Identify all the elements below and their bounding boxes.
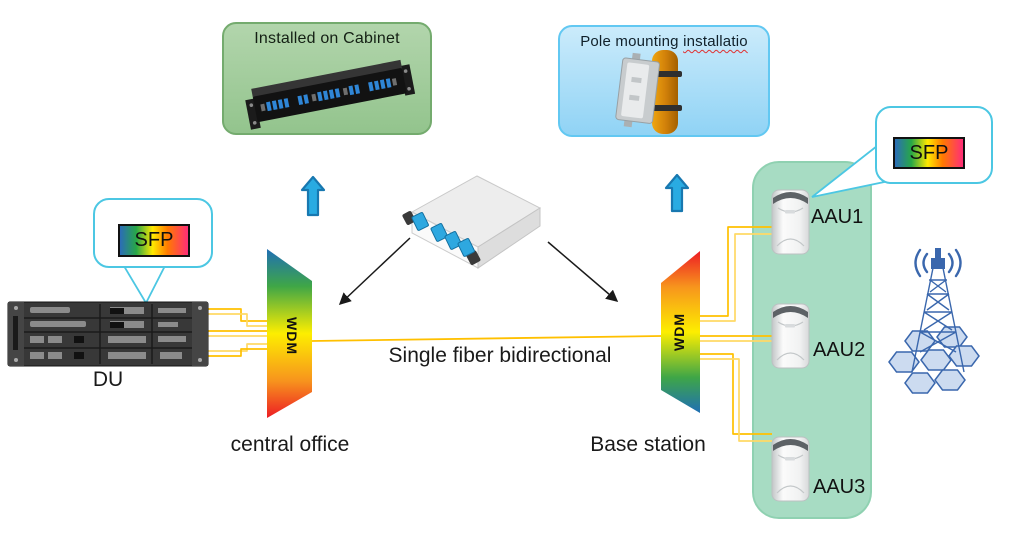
rack-unit-illustration bbox=[245, 59, 416, 130]
single-fiber-line bbox=[311, 335, 662, 342]
aau3-device bbox=[771, 436, 810, 502]
aau2-device bbox=[771, 303, 810, 369]
aau3-label: AAU3 bbox=[813, 476, 866, 498]
wdm-right-label: WDM bbox=[671, 313, 687, 351]
up-arrow-right-icon bbox=[664, 173, 690, 213]
du-to-wdm-fibers bbox=[207, 308, 267, 357]
pole-callout-label-part2: installatio bbox=[683, 33, 748, 50]
fiber-link-label: Single fiber bidirectional bbox=[388, 344, 612, 367]
wdm-left-trapezoid bbox=[267, 249, 312, 418]
sfp-chip-left-label: SFP bbox=[134, 229, 174, 251]
wdm-to-aau-fibers bbox=[700, 226, 773, 442]
aau1-device bbox=[771, 189, 810, 255]
wdm-left-label: WDM bbox=[284, 317, 300, 355]
du-label: DU bbox=[92, 368, 124, 391]
wdm-right-trapezoid bbox=[661, 251, 700, 413]
sfp-chip-right: SFP bbox=[893, 137, 965, 169]
up-arrow-left-icon bbox=[300, 175, 326, 217]
du-chassis-illustration bbox=[7, 301, 209, 367]
cell-tower-icon bbox=[888, 248, 980, 394]
wdm-module-illustration bbox=[402, 175, 542, 269]
base-station-label: Base station bbox=[590, 433, 706, 456]
pole-callout-label-part1: Pole mounting bbox=[580, 33, 684, 50]
aau2-label: AAU2 bbox=[813, 339, 866, 361]
aau1-label: AAU1 bbox=[811, 206, 864, 228]
arrow-to-left-wdm bbox=[338, 237, 411, 306]
pole-callout-label: Pole mounting installatio bbox=[558, 33, 770, 50]
pole-mount-illustration bbox=[615, 50, 682, 134]
sfp-chip-left: SFP bbox=[118, 224, 190, 257]
sfp-chip-right-label: SFP bbox=[909, 141, 949, 164]
cabinet-callout-label: Installed on Cabinet bbox=[254, 30, 400, 47]
arrow-to-right-wdm bbox=[547, 241, 619, 302]
central-office-label: central office bbox=[230, 433, 350, 456]
